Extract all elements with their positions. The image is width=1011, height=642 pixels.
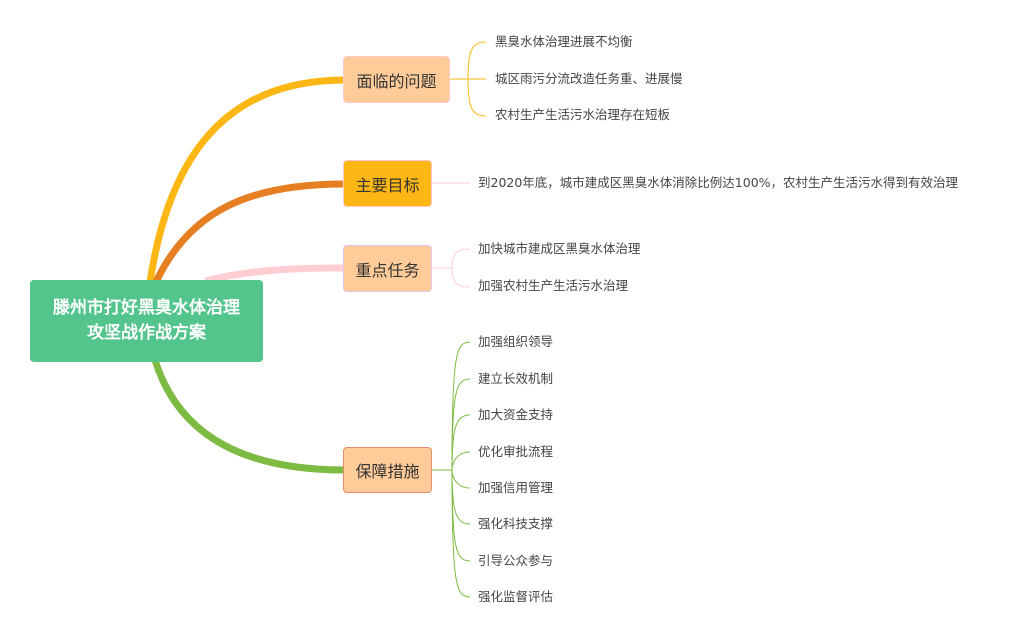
leaf-item[interactable]: 城区雨污分流改造任务重、进展慢 [495,71,683,86]
branch-line-goals [152,180,346,284]
branch-line-measures [151,358,346,474]
leaf-item[interactable]: 加大资金支持 [478,407,554,422]
root-title-line1: 滕州市打好黑臭水体治理 [53,298,240,318]
bracket-problems [450,41,487,117]
root-node[interactable]: 滕州市打好黑臭水体治理 攻坚战作战方案 [30,280,263,362]
branch-line-tasks [204,264,346,285]
leaf-item[interactable]: 加快城市建成区黑臭水体治理 [478,241,641,256]
bracket-curve [451,378,471,471]
leaf-item[interactable]: 农村生产生活污水治理存在短板 [495,107,671,122]
leaf-item[interactable]: 强化监督评估 [478,589,554,604]
branch-line-problems [146,76,346,283]
bracket-curve [451,469,471,598]
branch-problems[interactable]: 面临的问题 [343,56,450,103]
bracket-measures [432,341,471,598]
leaf-item[interactable]: 到2020年底，城市建成区黑臭水体消除比例达100%，农村生产生活污水得到有效治… [478,175,959,190]
bracket-curve [451,451,471,471]
leaf-item[interactable]: 加强组织领导 [478,334,554,349]
branch-label: 重点任务 [355,260,420,280]
leaf-item[interactable]: 引导公众参与 [478,553,554,568]
bracket-curve [451,469,471,489]
branch-label: 主要目标 [355,175,420,195]
leaf-item[interactable]: 加强农村生产生活污水治理 [478,278,629,293]
bracket-curve [451,469,471,525]
bracket-curve [451,469,471,562]
leaf-item[interactable]: 优化审批流程 [478,444,554,459]
branch-goals[interactable]: 主要目标 [343,160,432,207]
leaf-item[interactable]: 黑臭水体治理进展不均衡 [495,34,633,49]
leaf-item[interactable]: 加强信用管理 [478,480,554,495]
leaf-item[interactable]: 强化科技支撑 [478,516,554,531]
bracket-curve [451,341,471,471]
branch-tasks[interactable]: 重点任务 [343,245,432,292]
branch-label: 保障措施 [355,462,420,481]
branch-measures[interactable]: 保障措施 [343,447,432,493]
leaf-item[interactable]: 建立长效机制 [478,371,554,386]
root-title-line2: 攻坚战作战方案 [87,323,206,343]
branch-label: 面临的问题 [356,71,437,91]
bracket-curve [451,414,471,471]
bracket-tasks [432,248,471,288]
